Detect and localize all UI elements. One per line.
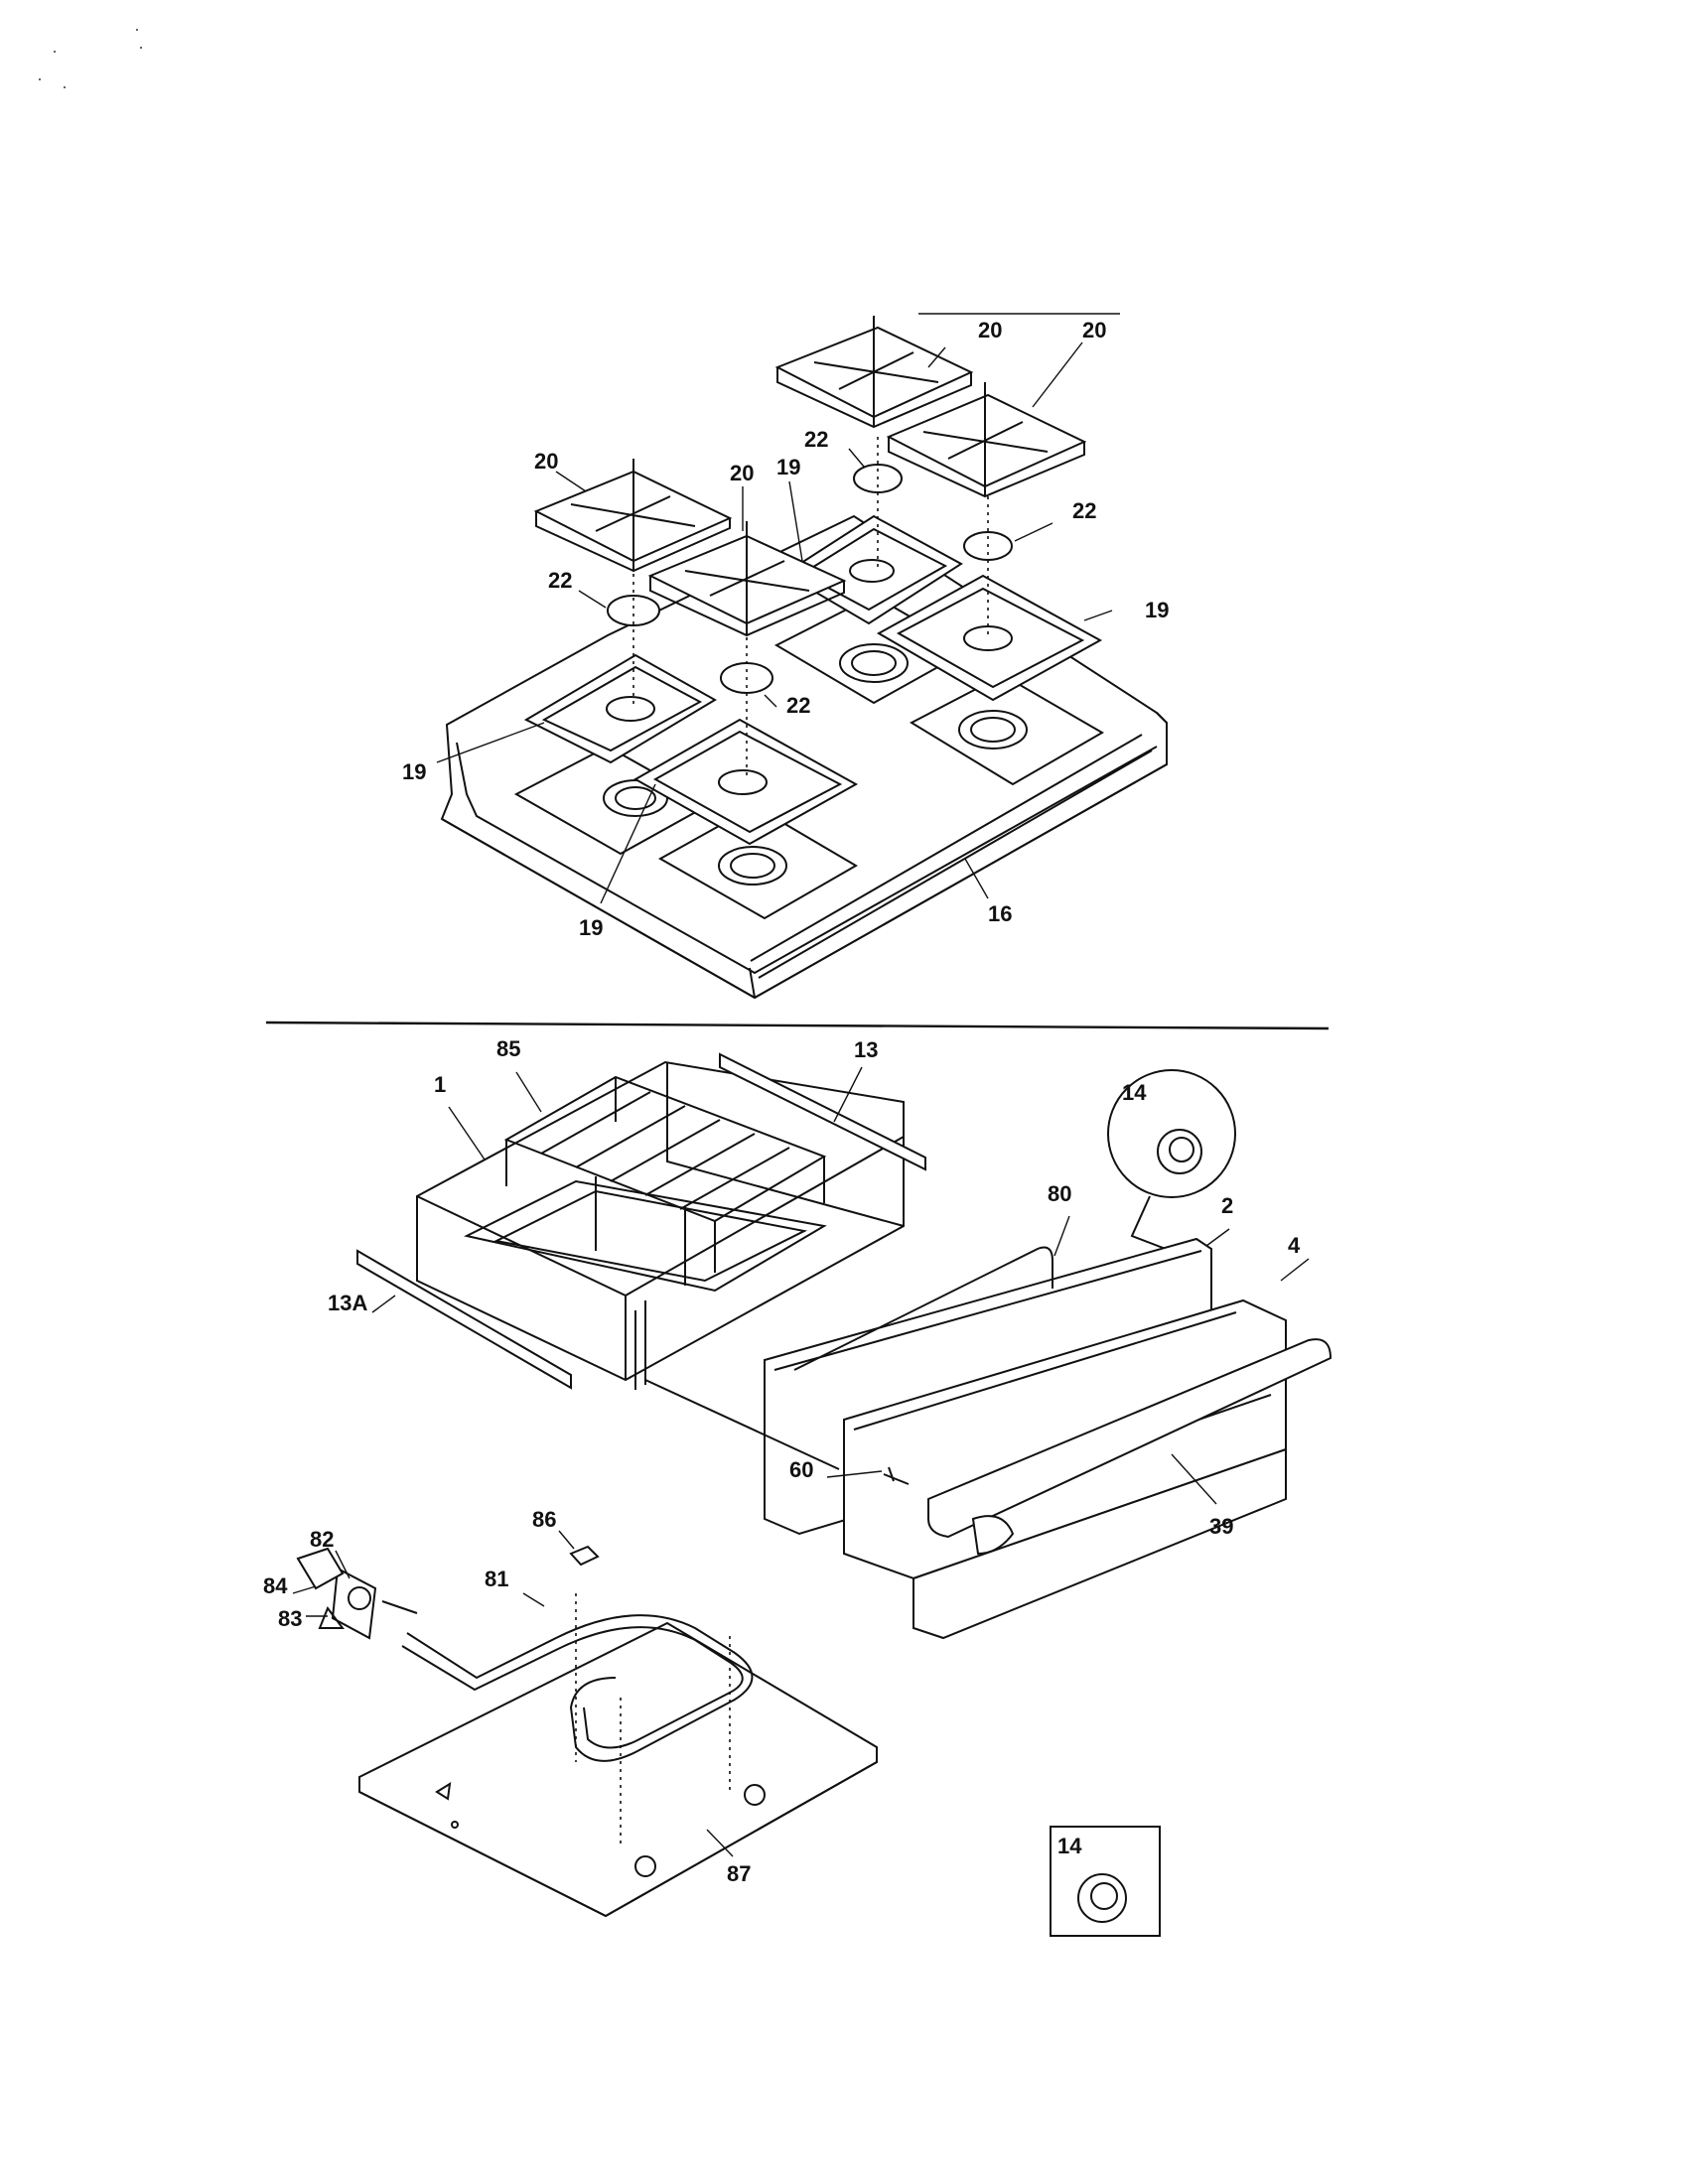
valve-assembly	[296, 1547, 418, 1640]
label-grate-center: 20	[730, 461, 754, 485]
oven-assembly: 85 1 13 13A 14 80 2 4 60 39 86 81 82 84 …	[263, 1036, 1333, 1937]
label-cap-center: 22	[786, 693, 810, 718]
label-pan-right: 19	[1145, 598, 1169, 622]
label-pan-front: 19	[579, 915, 603, 940]
label-grate-back-right: 20	[1082, 318, 1106, 342]
label-drawer-front: 4	[1288, 1233, 1301, 1258]
label-foot-detail: 14	[1122, 1080, 1147, 1105]
side-rail-right	[719, 1052, 926, 1171]
drawer-bracket	[793, 1246, 1053, 1371]
cooktop-assembly: 20 20 20 20 22 22 22 22 19 19 19 19 16	[402, 313, 1169, 1000]
section-divider	[265, 1021, 1330, 1030]
burner-caps	[607, 437, 1013, 779]
label-cap-back-right: 22	[1072, 498, 1096, 523]
drawer-handle	[927, 1338, 1333, 1556]
side-rail-left	[356, 1249, 572, 1390]
label-pan-left: 19	[402, 759, 426, 784]
label-cooktop: 16	[988, 901, 1012, 926]
label-valve-bracket: 83	[278, 1606, 302, 1631]
cooktop-leaders	[436, 341, 1113, 904]
oven-leaders	[292, 1066, 1310, 1857]
label-valve: 82	[310, 1527, 334, 1552]
label-handle: 39	[1209, 1514, 1233, 1539]
label-cap-back-left: 22	[804, 427, 828, 452]
element-clip	[569, 1545, 600, 1567]
label-pan-back: 19	[776, 455, 800, 479]
burner-pans	[523, 514, 1103, 846]
label-clip: 86	[532, 1507, 556, 1532]
label-screw: 60	[789, 1457, 813, 1482]
bake-element	[401, 1593, 754, 1846]
label-element: 81	[485, 1567, 508, 1591]
label-oven-rack: 85	[496, 1036, 520, 1061]
label-oven-liner: 1	[434, 1072, 446, 1097]
label-grate-left: 20	[534, 449, 558, 474]
label-rail-right: 13	[854, 1037, 878, 1062]
bottom-panel	[358, 1621, 878, 1918]
oven-liner	[416, 1060, 905, 1390]
label-valve-nut: 84	[263, 1573, 288, 1598]
label-foot-box: 14	[1057, 1834, 1082, 1858]
foot-detail-box	[1050, 1826, 1161, 1937]
label-bracket: 80	[1048, 1181, 1071, 1206]
label-rail-left: 13A	[328, 1291, 367, 1315]
oven-rack	[503, 1075, 827, 1286]
burner-grates	[533, 316, 1087, 637]
label-cap-left: 22	[548, 568, 572, 593]
label-grate-back-left: 20	[978, 318, 1002, 342]
scan-specks	[39, 29, 142, 88]
label-drawer-inner: 2	[1221, 1193, 1233, 1218]
label-bottom-panel: 87	[727, 1861, 751, 1886]
screw	[883, 1466, 910, 1485]
